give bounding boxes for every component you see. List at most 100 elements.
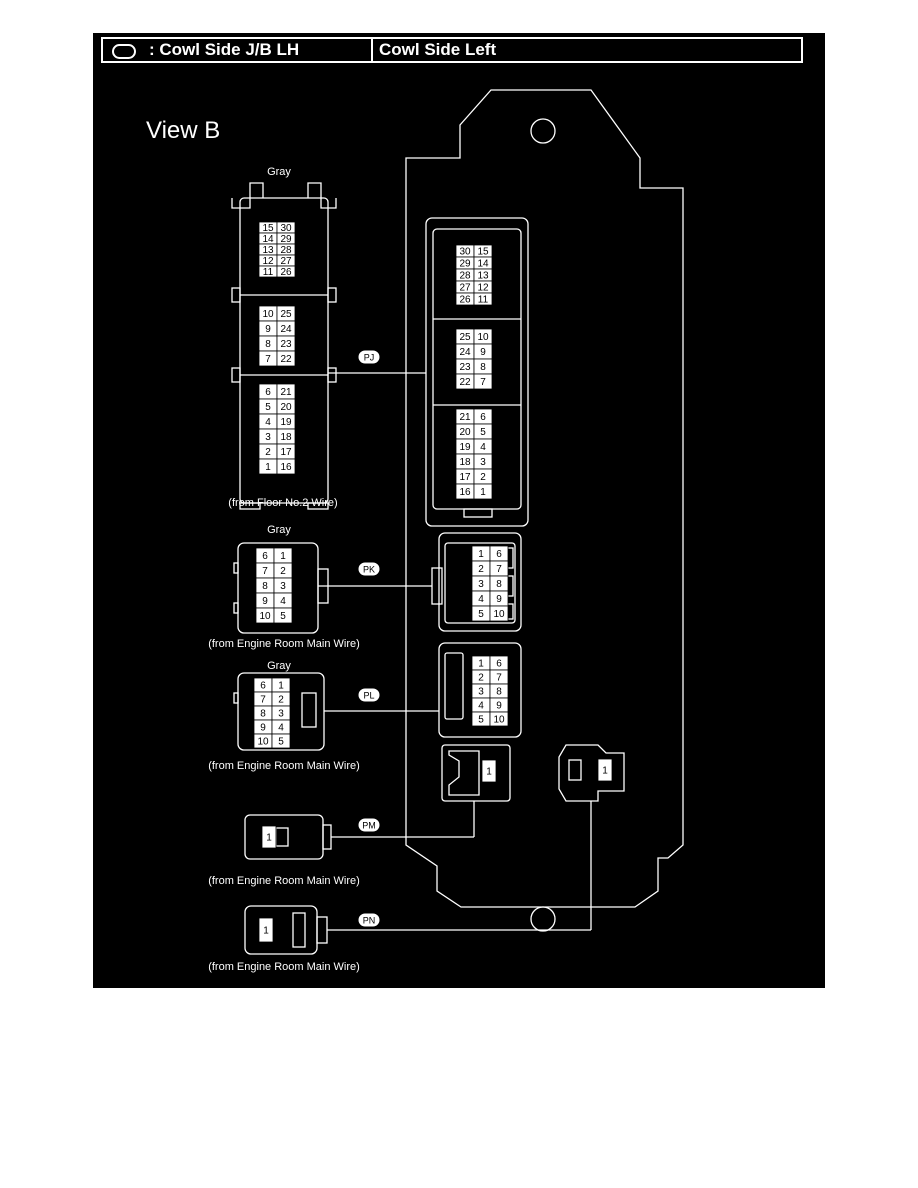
pin-number: 8 [496,687,502,698]
pin-number: 5 [278,737,284,748]
leader-lines [318,372,592,931]
pin-number: 1 [478,549,484,560]
mounting-hole-bottom [530,906,556,932]
pn-left-pin: 1 [258,917,274,943]
pin-number: 28 [280,245,292,256]
pin-number: 3 [278,709,284,720]
pin-number: 6 [262,551,268,562]
pm-tag: PM [357,817,381,833]
pin-number: 1 [480,487,486,498]
tag-text: PN [363,916,376,926]
pj-tag: PJ [357,349,381,365]
jb-pm-housing [441,744,511,802]
pin-number: 6 [496,549,502,560]
pin-number: 11 [478,295,489,306]
pin-number: 24 [459,347,471,358]
pin-number: 1 [263,926,269,937]
pin-number: 19 [459,442,471,453]
pin-number: 16 [459,487,471,498]
pin-number: 1 [486,767,492,778]
pin-number: 21 [459,412,471,423]
pin-cell [276,265,296,278]
pin-number: 1 [602,766,608,777]
pin-number: 9 [480,347,486,358]
pin-number: 5 [280,611,286,622]
pin-number: 8 [265,339,271,350]
pin-number: 14 [262,234,274,245]
pin-number: 8 [496,579,502,590]
pin-number: 2 [280,566,286,577]
pl-color-label: Gray [267,660,291,672]
pin-number: 11 [263,267,274,278]
tag-oval [357,687,381,703]
pin-number: 7 [496,564,502,575]
header-bar: : Cowl Side J/B LH Cowl Side Left [101,37,803,63]
pin-number: 26 [459,295,471,306]
pin-number: 24 [280,324,292,335]
tag-oval [357,817,381,833]
pin-number: 18 [280,432,292,443]
pin-number: 9 [496,594,502,605]
pn-connector-body [244,905,318,955]
pin-number: 7 [265,354,271,365]
tag-oval [357,912,381,928]
pin-cell [473,483,493,500]
pin-number: 25 [280,309,292,320]
pin-number: 10 [259,611,271,622]
pin-cell [276,350,296,367]
pin-number: 17 [280,447,292,458]
pin-number: 1 [266,833,272,844]
pin-number: 10 [493,715,505,726]
pin-number: 2 [278,695,284,706]
pin-number: 26 [280,267,292,278]
pin-number: 9 [265,324,271,335]
pin-number: 4 [478,701,484,712]
header-divider [371,39,373,61]
pm-connector-body [244,814,324,860]
pin-number: 22 [459,377,471,388]
pin-number: 13 [477,271,489,282]
pin-number: 12 [477,283,489,294]
pin-number: 9 [262,596,268,607]
pin-number: 3 [280,581,286,592]
pin-cell [473,292,493,306]
pin-number: 15 [477,247,489,258]
pin-number: 10 [257,737,269,748]
pin-number: 9 [260,723,266,734]
pin-number: 4 [265,417,271,428]
junction-block-outline [405,89,684,908]
pin-number: 5 [480,427,486,438]
pin-number: 9 [496,701,502,712]
pm-source-label: (from Engine Room Main Wire) [208,875,360,887]
pin-number: 1 [265,462,271,473]
pin-number: 5 [478,715,484,726]
pm-jb-pin: 1 [481,759,497,783]
tag-text: PK [363,565,375,575]
pin-number: 23 [280,339,292,350]
pin-number: 2 [480,472,486,483]
pin-number: 30 [459,247,471,258]
connector-symbol-icon [112,44,136,59]
pin-number: 12 [262,256,274,267]
pin-number: 10 [477,332,489,343]
pin-number: 28 [459,271,471,282]
pin-number: 17 [459,472,471,483]
pin-number: 6 [496,659,502,670]
pin-number: 14 [477,259,489,270]
pin-cell [481,759,497,783]
tag-text: PM [362,821,376,831]
pin-number: 3 [265,432,271,443]
pin-number: 6 [480,412,486,423]
pin-number: 13 [262,245,274,256]
pin-number: 8 [480,362,486,373]
pin-number: 1 [478,659,484,670]
jb-pj-housing [425,217,529,527]
pj-color-label: Gray [267,166,291,178]
pin-number: 7 [260,695,266,706]
pin-number: 1 [280,551,286,562]
